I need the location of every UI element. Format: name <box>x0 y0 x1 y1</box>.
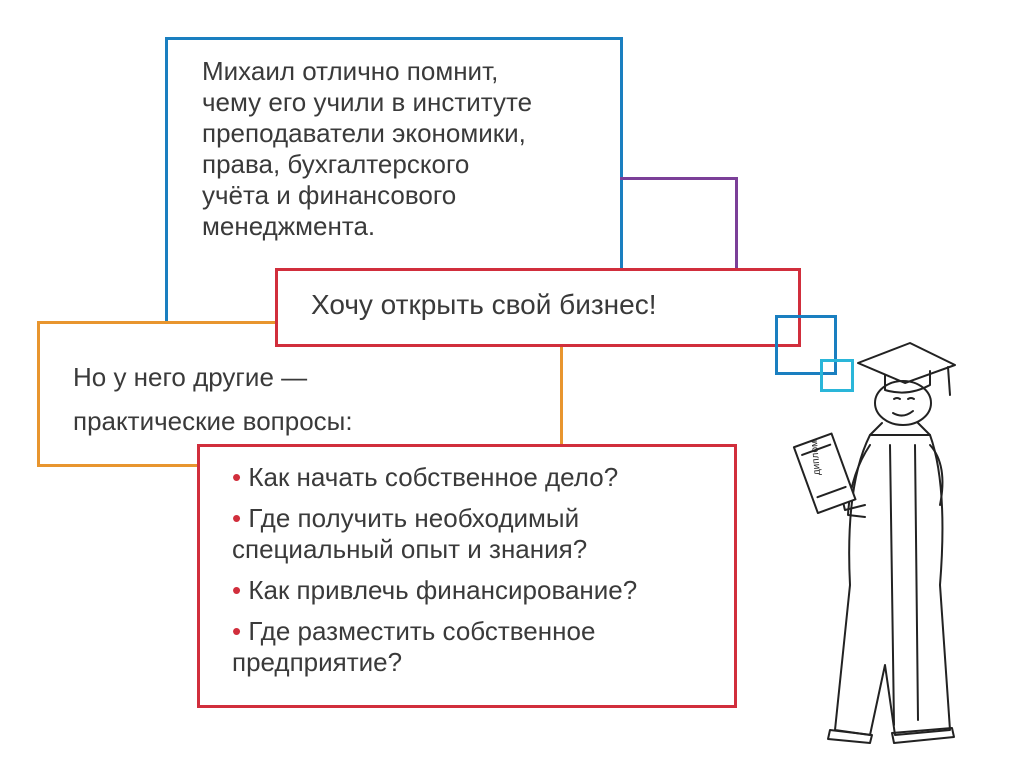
memory-line: преподаватели экономики, <box>202 118 526 148</box>
memory-line: Михаил отлично помнит, <box>202 56 499 86</box>
decorative-square-cyan <box>820 359 854 392</box>
headline-frame <box>275 268 801 347</box>
graduate-illustration: диплом <box>792 342 956 744</box>
question-line: Где получить необходимый <box>248 503 580 533</box>
bullet-icon: • <box>232 575 242 605</box>
collar <box>869 422 931 436</box>
memory-line: менеджмента. <box>202 211 376 241</box>
question-item: • Как привлечь финансирование? <box>232 575 722 606</box>
purple-connector <box>620 177 738 272</box>
questions-frame <box>197 444 737 708</box>
memory-line: учёта и финансового <box>202 180 457 210</box>
headline: Хочу открыть свой бизнес! <box>311 289 657 320</box>
gown-fold-2 <box>914 444 919 721</box>
memory-frame-fill <box>168 40 620 270</box>
decorative-square-blue-top <box>775 315 837 318</box>
shoe-right <box>891 727 955 744</box>
intro-line: Но у него другие — <box>73 362 308 392</box>
eye-right <box>907 397 915 400</box>
questions-intro: Но у него другие — практические вопросы: <box>73 355 493 443</box>
memory-line: чему его учили в институте <box>202 87 533 117</box>
gown-outline <box>834 434 951 736</box>
questions-list: • Как начать собственное дело? • Где пол… <box>232 462 722 688</box>
face-smile <box>892 410 914 417</box>
question-item: • Где разместить собственное предприятие… <box>232 616 722 678</box>
cap-tassel <box>947 366 951 396</box>
shoe-left <box>827 729 873 744</box>
bullet-icon: • <box>232 503 242 533</box>
eye-left <box>893 397 901 400</box>
bullet-icon: • <box>232 616 242 646</box>
head <box>874 380 932 426</box>
bullet-icon: • <box>232 462 242 492</box>
memory-line: права, бухгалтерского <box>202 149 470 179</box>
question-line: Как начать собственное дело? <box>248 462 619 492</box>
diploma-icon: диплом <box>792 432 857 515</box>
cap-base <box>884 370 931 394</box>
intro-line: практические вопросы: <box>73 406 353 436</box>
gown-fold-1 <box>889 444 895 726</box>
decorative-square-blue <box>775 315 837 375</box>
question-line: предприятие? <box>232 647 403 677</box>
question-line: Где разместить собственное <box>248 616 596 646</box>
question-item: • Где получить необходимый специальный о… <box>232 503 722 565</box>
question-item: • Как начать собственное дело? <box>232 462 722 493</box>
question-line: специальный опыт и знания? <box>232 534 588 564</box>
question-line: Как привлечь финансирование? <box>248 575 638 605</box>
sleeve-left <box>847 444 871 518</box>
cap-top <box>857 342 956 384</box>
memory-text: Михаил отлично помнит, чему его учили в … <box>202 56 612 242</box>
sleeve-right <box>929 444 944 506</box>
